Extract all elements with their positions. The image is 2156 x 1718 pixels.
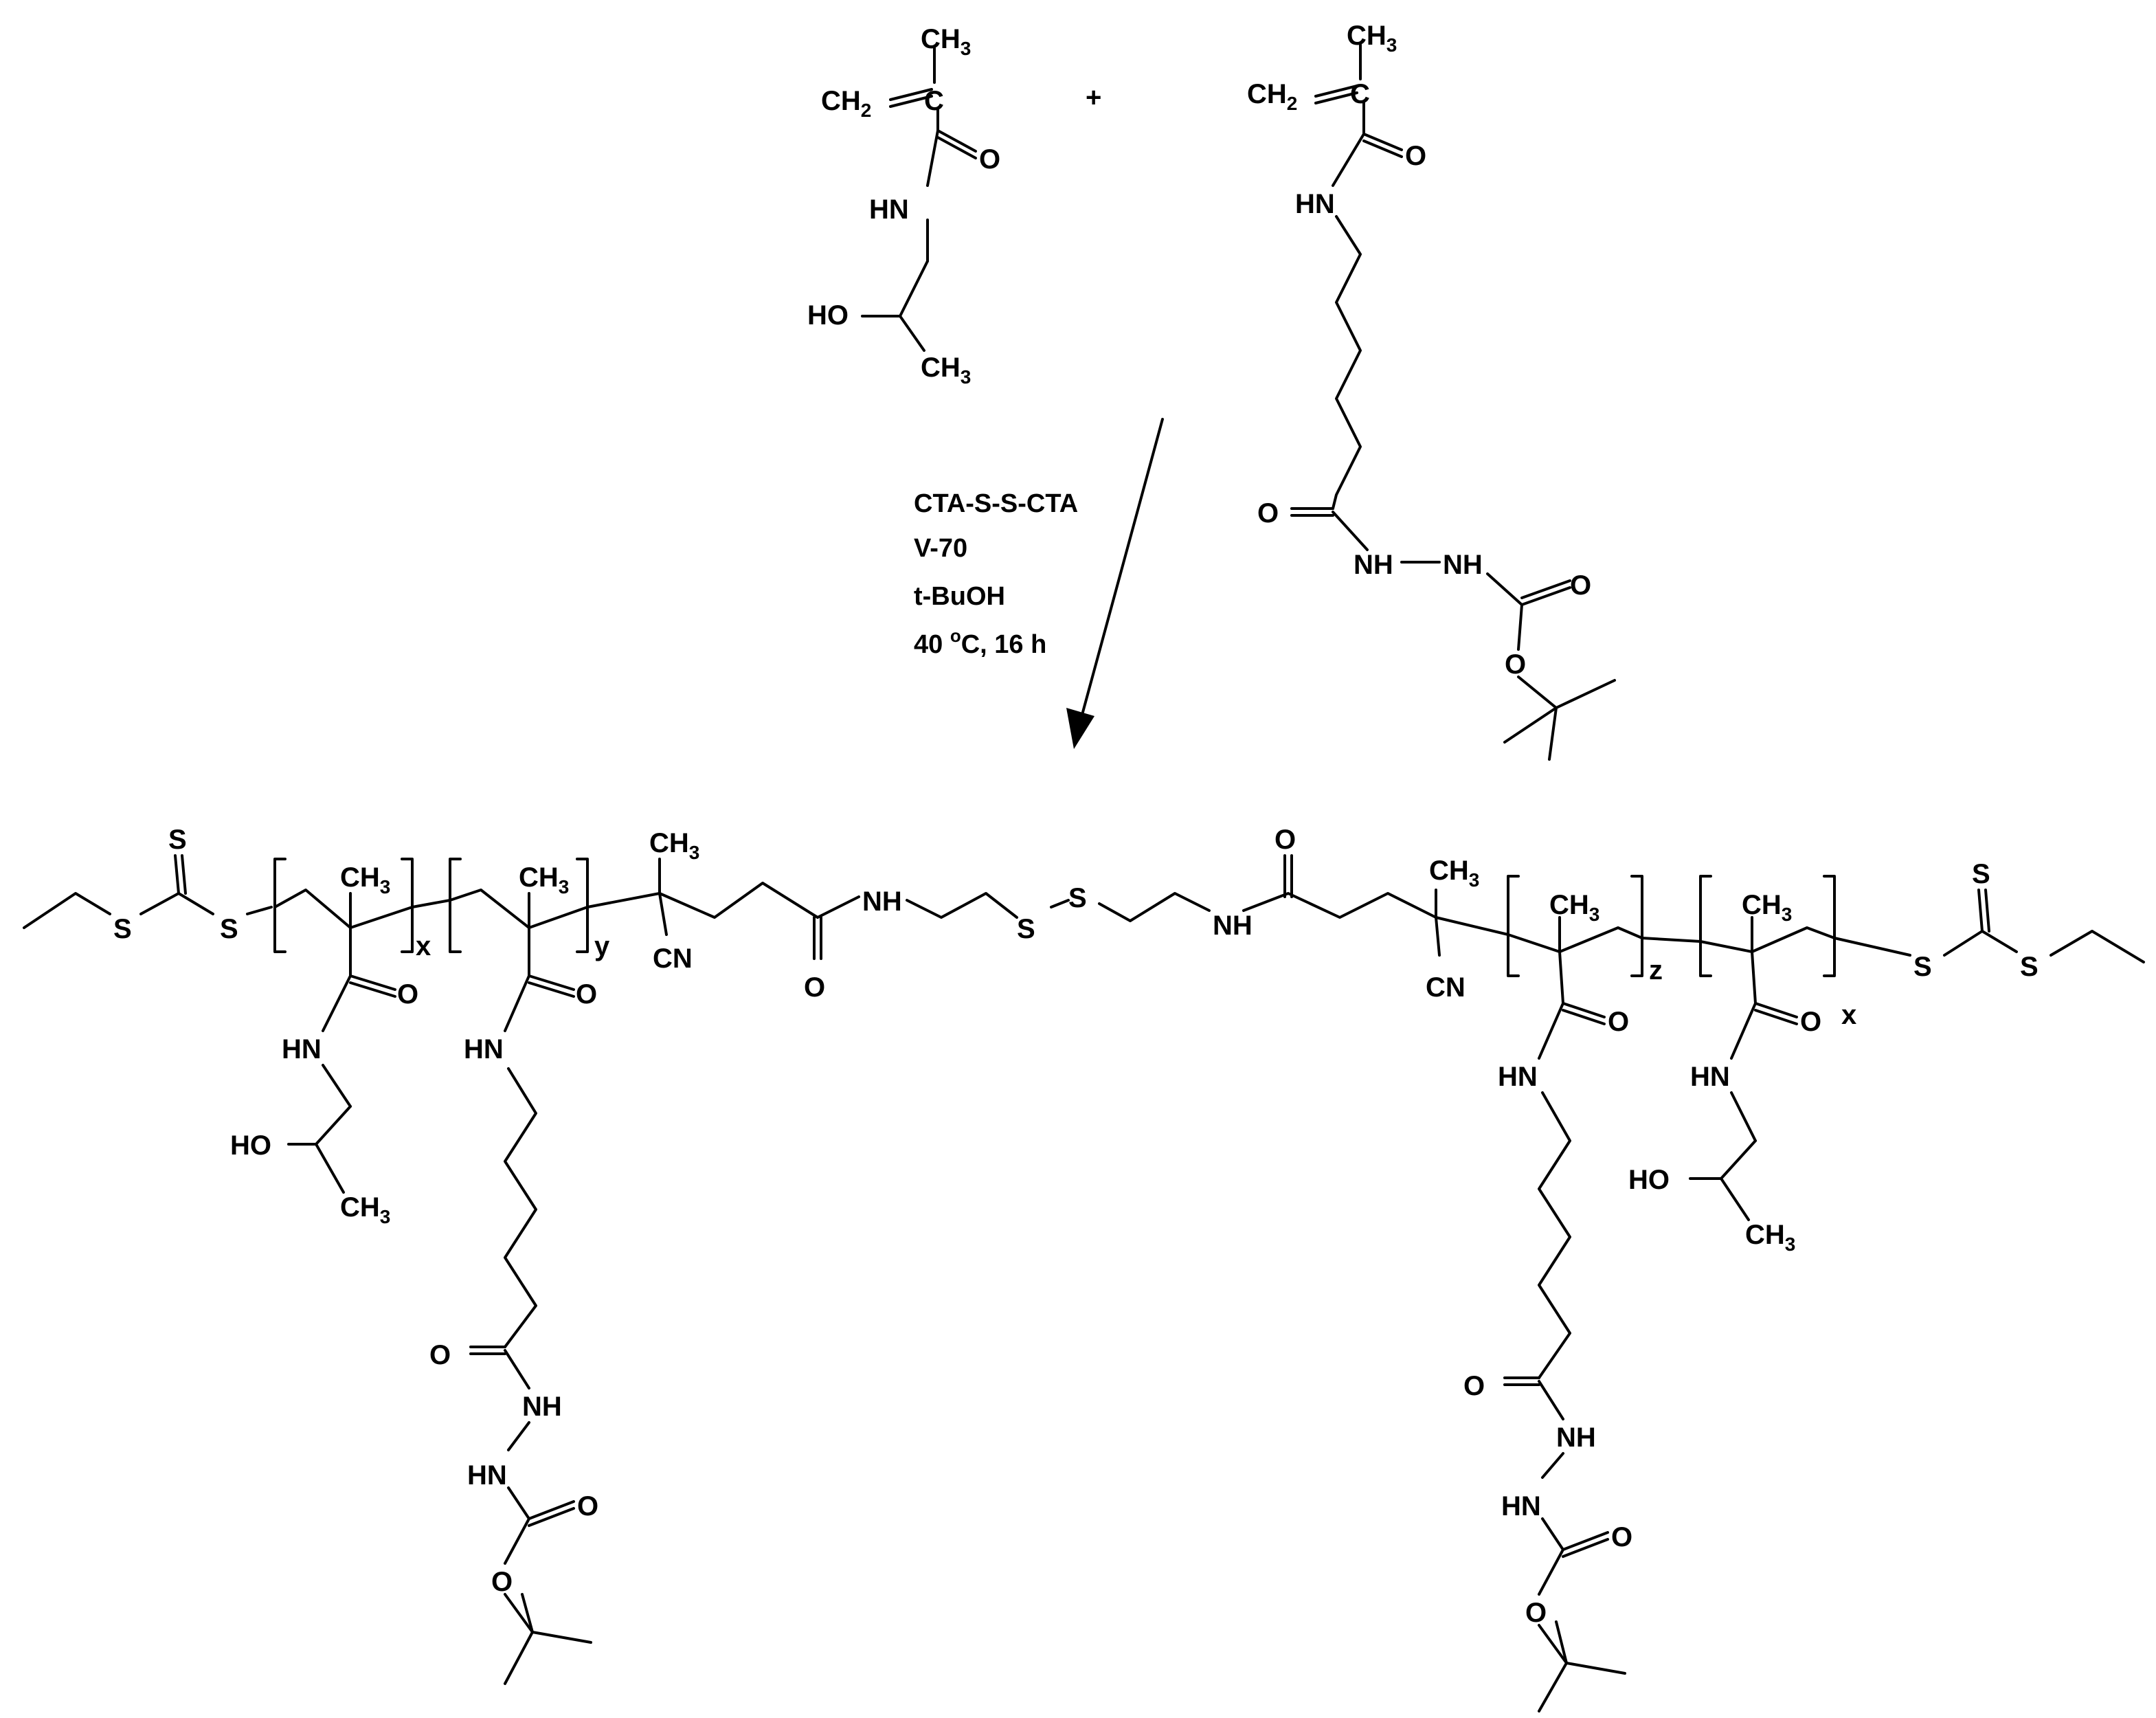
left-s3-label: S — [220, 914, 238, 944]
left-x-ch3b-label: CH3 — [340, 1192, 390, 1227]
right-x-ho-label: HO — [1628, 1165, 1670, 1195]
linker-cn-left-label: CN — [653, 944, 693, 974]
left-y-o2-label: O — [429, 1340, 451, 1370]
boc-o3-label: O — [1570, 570, 1591, 601]
hpma-o-label: O — [979, 144, 1000, 175]
left-y-sub: y — [594, 931, 610, 961]
left-x-ho-label: HO — [230, 1130, 271, 1161]
hpma-ch3-label: CH3 — [921, 24, 971, 59]
linker-o-right-label: O — [1274, 825, 1296, 855]
right-s1-label: S — [1913, 952, 1932, 982]
left-y-o-label: O — [576, 979, 597, 1009]
left-s2-label: S — [168, 825, 187, 855]
linker-ch3-right-label: CH3 — [1429, 856, 1479, 891]
right-z-nh-label: NH — [1556, 1423, 1596, 1453]
left-y-o3-label: O — [577, 1491, 598, 1521]
right-x-o-label: O — [1800, 1007, 1821, 1037]
right-x-hn-label: HN — [1690, 1062, 1730, 1092]
right-s3-label: S — [2020, 952, 2039, 982]
condition-cta: CTA-S-S-CTA — [914, 489, 1078, 518]
right-z-o2-label: O — [1463, 1371, 1485, 1401]
hpma-hn-label: HN — [869, 194, 909, 225]
monomer-boc-hydrazide: CH3 CH2 C O HN O NH NH O O — [1247, 21, 1616, 761]
condition-initiator: V-70 — [914, 534, 967, 563]
right-x-sub: x — [1841, 1000, 1856, 1030]
left-y-hn2-label: HN — [467, 1460, 507, 1491]
reaction-conditions: CTA-S-S-CTA V-70 t-BuOH 40 oC, 16 h — [914, 489, 1078, 659]
right-z-o3-label: O — [1611, 1522, 1632, 1552]
linker-o-left-label: O — [804, 972, 825, 1003]
right-z-o-label: O — [1608, 1007, 1629, 1037]
boc-ch3-label: CH3 — [1347, 21, 1397, 56]
hpma-c-label: C — [924, 86, 944, 116]
linker-nh-right-label: NH — [1213, 911, 1253, 941]
linker-s2-label: S — [1068, 883, 1087, 913]
reaction-arrow — [1066, 418, 1164, 749]
left-y-ch3-label: CH3 — [519, 862, 569, 897]
boc-o2-label: O — [1257, 498, 1279, 528]
boc-o1-label: O — [1405, 141, 1426, 171]
boc-nh1-label: NH — [1354, 550, 1393, 580]
left-s1-label: S — [113, 914, 132, 944]
right-z-o4-label: O — [1525, 1598, 1547, 1628]
boc-nh2-label: NH — [1443, 550, 1483, 580]
right-z-ch3-label: CH3 — [1549, 890, 1599, 925]
plus-sign: + — [1086, 82, 1101, 113]
right-x-ch3b-label: CH3 — [1745, 1220, 1795, 1255]
left-y-hn-label: HN — [464, 1034, 504, 1064]
right-z-hn2-label: HN — [1501, 1491, 1541, 1521]
linker-ch3-left-label: CH3 — [649, 828, 699, 863]
hpma-ho-label: HO — [807, 300, 849, 331]
right-z-hn-label: HN — [1498, 1062, 1538, 1092]
right-z-sub: z — [1649, 955, 1663, 985]
linker-s1-label: S — [1017, 914, 1035, 944]
polymer-product: S S S CH3 x O HN HO CH3 — [23, 825, 2145, 1713]
left-x-sub: x — [416, 931, 431, 961]
right-x-ch3-label: CH3 — [1742, 890, 1792, 925]
left-x-hn-label: HN — [282, 1034, 322, 1064]
boc-ch2-label: CH2 — [1247, 79, 1297, 114]
boc-hn-label: HN — [1295, 189, 1335, 219]
left-x-o-label: O — [397, 979, 418, 1009]
linker-cn-right-label: CN — [1426, 972, 1466, 1003]
hpma-ch2-label: CH2 — [821, 86, 871, 121]
linker-nh-left-label: NH — [862, 886, 902, 917]
left-x-ch3-label: CH3 — [340, 862, 390, 897]
monomer-hpma: CH3 CH2 C O HN HO CH3 — [807, 24, 1000, 388]
right-s2-label: S — [1972, 859, 1990, 889]
condition-solvent: t-BuOH — [914, 582, 1005, 611]
left-y-nh-label: NH — [522, 1392, 562, 1422]
boc-c-label: C — [1350, 79, 1370, 109]
left-y-o4-label: O — [491, 1567, 513, 1597]
boc-o4-label: O — [1505, 649, 1526, 680]
condition-temperature-time: 40 oC, 16 h — [914, 625, 1046, 659]
hpma-ch3-bottom-label: CH3 — [921, 353, 971, 388]
